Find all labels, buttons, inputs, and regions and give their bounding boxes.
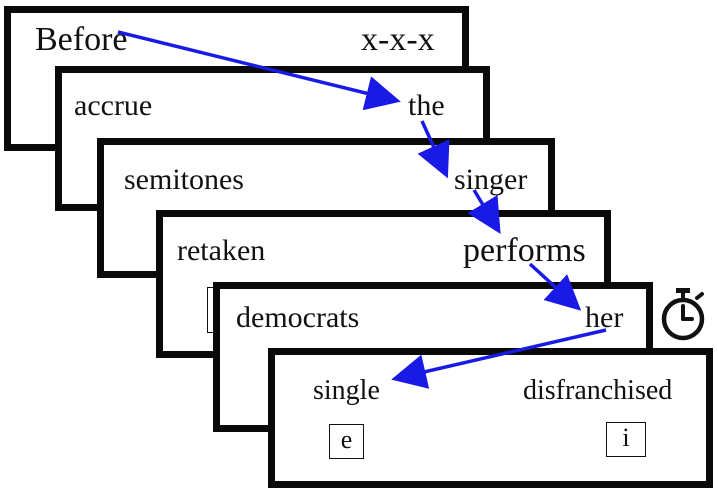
frame-5-right-word: her: [585, 301, 624, 334]
right-response-key-box: i: [606, 422, 646, 457]
stopwatch-icon: [661, 288, 705, 341]
trial-frame-6: single disfranchised e i: [268, 348, 713, 488]
left-response-key-box: e: [329, 424, 364, 459]
frame-2-left-word: accrue: [74, 89, 153, 122]
frame-5-left-word: democrats: [236, 301, 360, 334]
frame-4-right-word: performs: [463, 232, 586, 269]
frame-6-left-word: single: [313, 375, 380, 406]
frame-1-left-word: Before: [35, 21, 128, 58]
frame-4-left-word: retaken: [177, 234, 266, 267]
frame-3-right-word: singer: [454, 163, 528, 196]
frame-1-right-word: x-x-x: [361, 21, 435, 58]
frame-2-right-word: the: [408, 89, 445, 122]
frame-3-left-word: semitones: [124, 163, 244, 196]
frame-6-right-word: disfranchised: [523, 375, 673, 406]
